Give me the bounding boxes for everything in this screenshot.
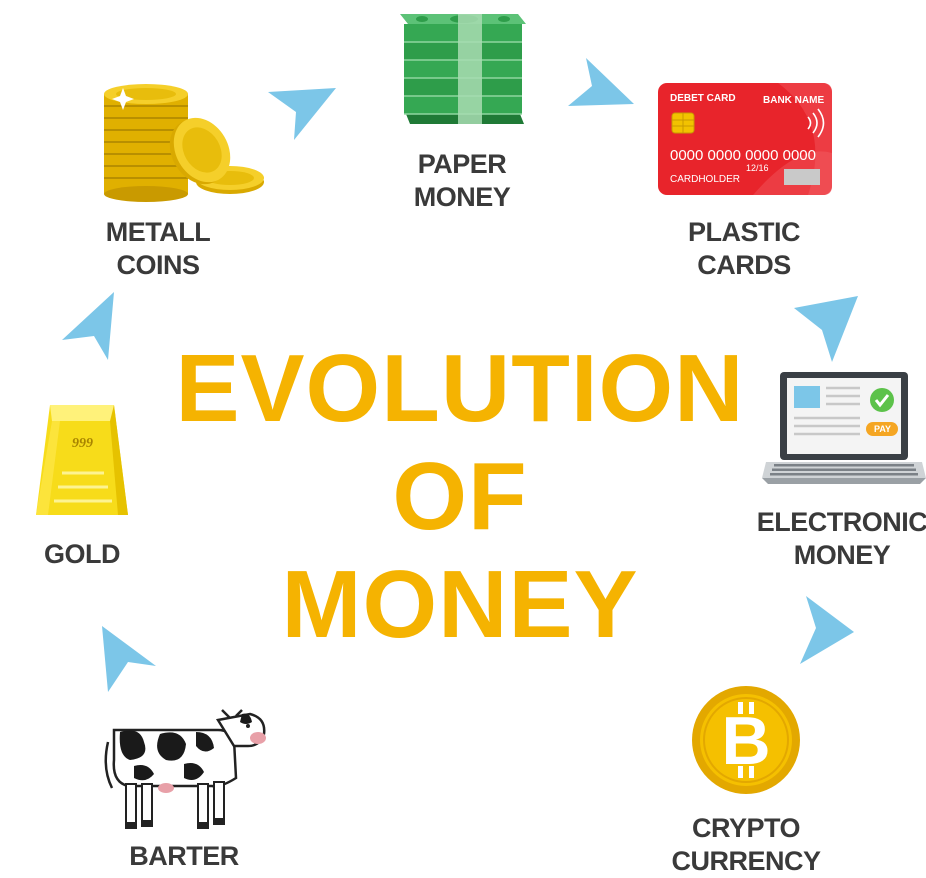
diagram-title: EVOLUTION OF MONEY xyxy=(150,335,770,659)
arrow-cards-to-electronic xyxy=(792,294,862,366)
stage-label-crypto: CRYPTO CURRENCY xyxy=(671,812,821,878)
stage-label-barter: BARTER xyxy=(129,840,239,873)
arrow-gold-to-coins xyxy=(60,290,120,362)
stage-label-plastic: PLASTIC CARDS xyxy=(687,216,801,282)
gold-stamp-text: 999 xyxy=(72,436,93,451)
card-bank-text: BANK NAME xyxy=(763,95,824,106)
laptop-icon: PAY xyxy=(760,370,926,486)
credit-card-icon: DEBET CARD BANK NAME 0000 0000 0000 0000… xyxy=(658,83,832,195)
stage-label-line: ELECTRONIC xyxy=(756,507,926,537)
card-expiry-text: 12/16 xyxy=(746,163,769,173)
stage-label-line: PLASTIC xyxy=(687,217,801,247)
stage-label-line: CRYPTO xyxy=(691,813,801,843)
stage-label-line: PAPER xyxy=(417,149,507,179)
stage-label-line: GOLD xyxy=(44,539,121,569)
gold-bar-icon: 999 xyxy=(32,403,132,521)
stage-label-line: MONEY xyxy=(793,540,891,570)
stage-label-line: CARDS xyxy=(697,250,791,280)
cow-icon xyxy=(100,708,270,838)
title-line-1: EVOLUTION xyxy=(175,335,745,442)
coin-stack-icon xyxy=(100,80,270,205)
arrow-paper-to-cards xyxy=(566,56,636,108)
stage-label-line: METALL xyxy=(105,217,211,247)
arrow-electronic-to-crypto xyxy=(796,594,858,666)
stage-label-gold: GOLD xyxy=(44,538,121,571)
arrow-barter-to-gold xyxy=(96,624,160,696)
arrow-coins-to-paper xyxy=(266,84,338,142)
banknote-stack-icon xyxy=(398,12,528,127)
stage-label-paper: PAPER MONEY xyxy=(414,148,511,214)
stage-label-electronic: ELECTRONIC MONEY xyxy=(757,506,926,572)
stage-label-line: CURRENCY xyxy=(671,846,821,876)
stage-label-line: COINS xyxy=(116,250,200,280)
title-line-2: OF xyxy=(392,443,528,550)
title-line-3: MONEY xyxy=(281,551,639,658)
stage-label-line: MONEY xyxy=(413,182,511,212)
card-type-text: DEBET CARD xyxy=(670,93,736,104)
card-holder-text: CARDHOLDER xyxy=(670,174,740,185)
stage-label-metall: METALL COINS xyxy=(105,216,211,282)
stage-label-line: BARTER xyxy=(129,841,239,871)
bitcoin-symbol: B xyxy=(721,703,770,779)
card-number-text: 0000 0000 0000 0000 xyxy=(670,147,816,164)
pay-button-text: PAY xyxy=(874,424,891,434)
bitcoin-icon: B xyxy=(690,684,802,796)
